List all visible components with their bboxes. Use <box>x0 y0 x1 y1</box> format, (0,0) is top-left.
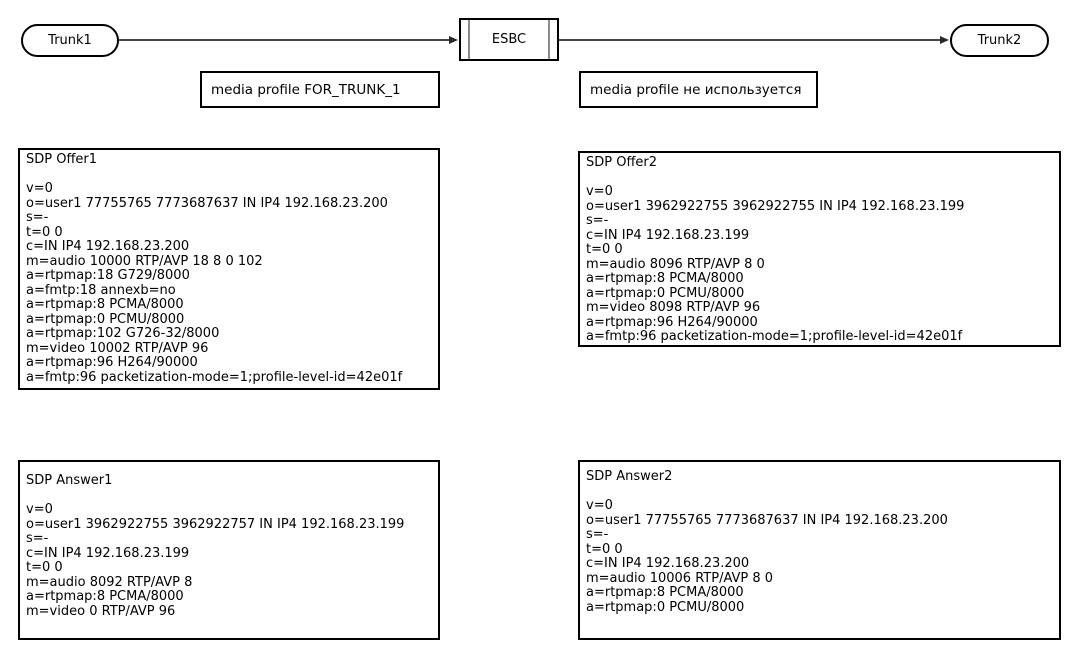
node-trunk2-label: Trunk2 <box>977 33 1022 48</box>
sdp-answer2-title: SDP Answer2 <box>586 469 673 484</box>
sdp-offer1-title: SDP Offer1 <box>26 152 98 167</box>
sdp-offer2-box: SDP Offer2 v=0 o=user1 3962922755 396292… <box>578 151 1061 347</box>
label-media-profile-unused: media profile не используется <box>579 71 818 108</box>
sdp-answer1-body: v=0 o=user1 3962922755 3962922757 IN IP4… <box>26 502 405 619</box>
sdp-answer1-title: SDP Answer1 <box>26 473 113 488</box>
arrow-esbc-to-trunk2 <box>559 36 949 44</box>
node-trunk1-label: Trunk1 <box>48 33 92 48</box>
node-trunk2: Trunk2 <box>950 24 1049 57</box>
node-esbc: ESBC <box>459 18 559 61</box>
sdp-answer2-box: SDP Answer2 v=0 o=user1 77755765 7773687… <box>578 460 1061 640</box>
node-esbc-label: ESBC <box>491 32 527 47</box>
sdp-offer2-title: SDP Offer2 <box>586 155 658 170</box>
node-trunk1: Trunk1 <box>21 24 119 57</box>
label-media-profile-trunk1: media profile FOR_TRUNK_1 <box>200 71 440 108</box>
label-media-profile-trunk1-text: media profile FOR_TRUNK_1 <box>211 81 401 98</box>
label-media-profile-unused-text: media profile не используется <box>590 81 802 98</box>
sdp-answer2-body: v=0 o=user1 77755765 7773687637 IN IP4 1… <box>586 498 948 615</box>
sdp-offer2-body: v=0 o=user1 3962922755 3962922755 IN IP4… <box>586 184 965 344</box>
sdp-answer1-box: SDP Answer1 v=0 o=user1 3962922755 39629… <box>18 460 440 640</box>
sdp-offer1-box: SDP Offer1 v=0 o=user1 77755765 77736876… <box>18 148 440 390</box>
sdp-offer1-body: v=0 o=user1 77755765 7773687637 IN IP4 1… <box>26 181 403 385</box>
arrow-trunk1-to-esbc <box>119 36 458 44</box>
